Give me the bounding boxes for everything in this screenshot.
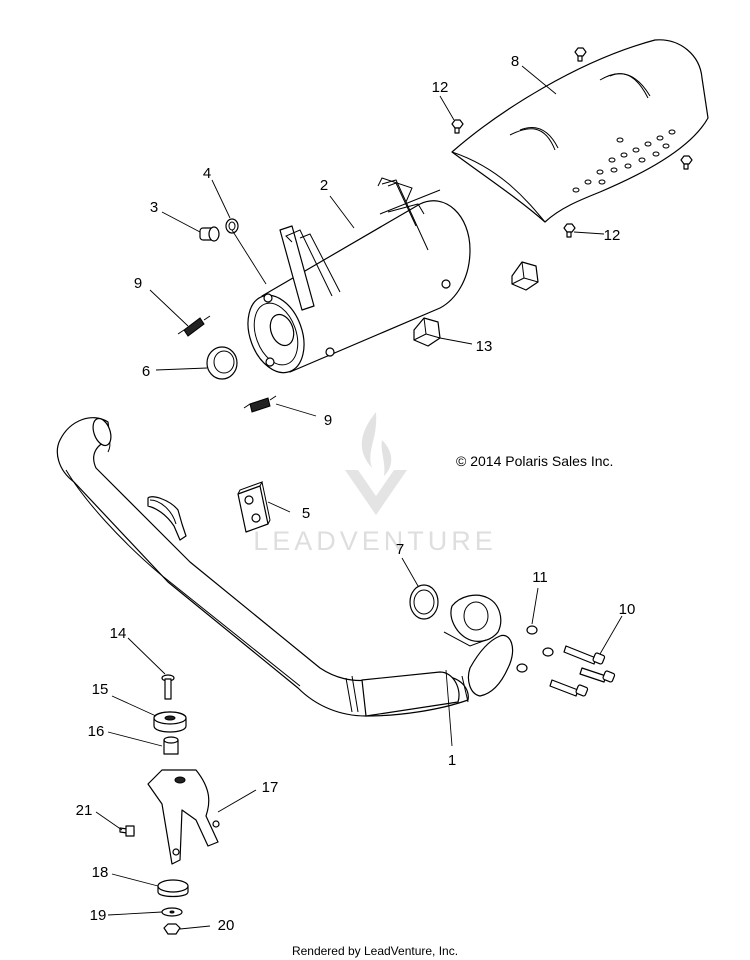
callout-2: 2 — [320, 177, 328, 194]
rubber-mount — [413, 317, 441, 347]
callout-13: 13 — [476, 338, 493, 355]
callout-9-upper: 9 — [134, 275, 142, 292]
muffler-gasket — [206, 346, 238, 380]
head-pipe-gasket — [409, 584, 439, 620]
muffler — [247, 177, 471, 374]
flange-bolts — [549, 645, 616, 697]
callout-1: 1 — [448, 752, 456, 769]
callout-14: 14 — [110, 625, 127, 642]
flange-washers — [516, 625, 554, 673]
plug-washer — [225, 218, 239, 234]
mounting-bracket — [147, 769, 220, 865]
callout-15: 15 — [92, 681, 109, 698]
mount-bolt — [161, 674, 175, 700]
leader-lines — [95, 65, 623, 930]
copyright-notice: © 2014 Polaris Sales Inc. — [456, 453, 613, 469]
head-pipe — [56, 417, 514, 717]
heat-shield-screws — [451, 47, 693, 238]
rubber-mount-upper — [511, 261, 539, 291]
lower-grommet — [157, 879, 189, 898]
vent-holes — [572, 129, 676, 193]
footer-credit: Rendered by LeadVenture, Inc. — [292, 944, 458, 958]
pipe-clamp — [237, 481, 271, 533]
callout-12-upper: 12 — [432, 79, 449, 96]
spring-upper — [177, 315, 211, 337]
callout-12-lower: 12 — [604, 227, 621, 244]
spring-lower — [243, 395, 277, 413]
callout-6: 6 — [142, 363, 150, 380]
callout-20: 20 — [218, 917, 235, 934]
callout-18: 18 — [92, 864, 109, 881]
callout-9-lower: 9 — [324, 412, 332, 429]
callout-17: 17 — [262, 779, 279, 796]
lower-nut — [163, 923, 181, 935]
callout-7: 7 — [396, 541, 404, 558]
callout-11: 11 — [532, 569, 548, 586]
callout-19: 19 — [90, 907, 107, 924]
callout-5: 5 — [302, 505, 310, 522]
callout-21: 21 — [76, 802, 93, 819]
mount-grommet — [153, 711, 187, 733]
callout-8: 8 — [511, 53, 519, 70]
lower-washer — [161, 907, 183, 917]
callout-10: 10 — [619, 601, 636, 618]
bracket-screw — [119, 825, 135, 837]
callout-3: 3 — [150, 199, 158, 216]
heat-shield — [451, 39, 709, 223]
mount-sleeve — [163, 736, 179, 755]
callout-labels: 1 2 3 4 5 6 7 8 9 9 10 11 12 12 13 14 15… — [76, 53, 636, 934]
callout-4: 4 — [203, 165, 211, 182]
leadventure-watermark: LEADVENTURE — [253, 412, 497, 556]
watermark-text: LEADVENTURE — [253, 526, 497, 556]
drain-plug — [199, 226, 220, 242]
callout-16: 16 — [88, 723, 105, 740]
